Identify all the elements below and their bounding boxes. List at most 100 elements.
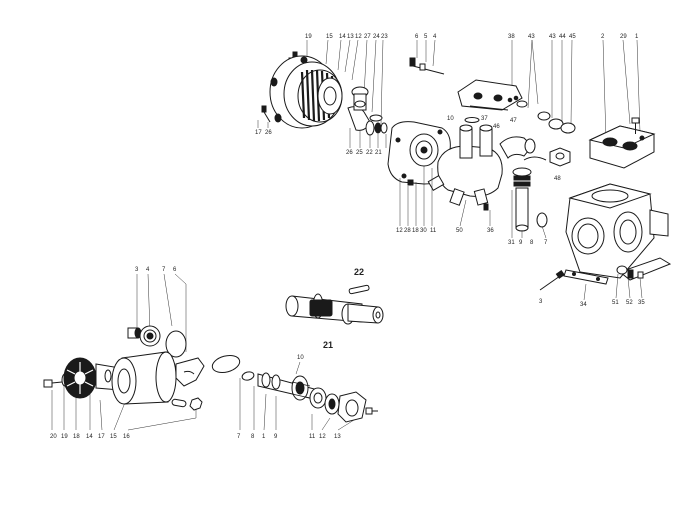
label-30: 30 <box>420 228 427 234</box>
top-lower-leaders <box>349 128 643 301</box>
seal-11 <box>324 393 340 415</box>
label-shaft-21: 21 <box>323 340 333 350</box>
label-52: 52 <box>626 300 633 306</box>
pin-16 <box>171 398 187 408</box>
label-15: 15 <box>326 34 333 40</box>
pump-casing <box>565 183 672 281</box>
elbow-fitting-27-23 <box>347 86 371 131</box>
label-26b: 26 <box>346 150 353 156</box>
ring-8 <box>241 371 255 381</box>
bearing-9 <box>309 387 327 409</box>
bottom-middle-labels: 10 7 8 1 9 11 12 13 <box>237 355 341 440</box>
top-assembly: 19 15 14 13 12 27 24 23 6 5 4 38 43 43 4… <box>255 34 672 308</box>
label-46: 46 <box>493 124 500 130</box>
pin-22 <box>348 284 370 295</box>
impeller-body-50 <box>427 117 503 211</box>
label-31: 31 <box>508 240 515 246</box>
label-bm-13: 13 <box>334 434 341 440</box>
fork-7 <box>175 357 205 387</box>
label-7: 7 <box>544 240 548 246</box>
label-34: 34 <box>580 302 587 308</box>
label-29: 29 <box>620 34 627 40</box>
label-38: 38 <box>508 34 515 40</box>
label-36: 36 <box>487 228 494 234</box>
bottom-left-leaders <box>51 273 197 431</box>
label-9: 9 <box>519 240 523 246</box>
label-bm-9: 9 <box>274 434 278 440</box>
top-assembly-labels: 19 15 14 13 12 27 24 23 6 5 4 38 43 43 4… <box>255 34 645 308</box>
nut-48 <box>549 147 571 167</box>
elbow-fitting-46-47 <box>499 136 547 161</box>
label-44: 44 <box>559 34 566 40</box>
label-11: 11 <box>430 228 437 234</box>
label-43b: 43 <box>549 34 556 40</box>
label-bl-16: 16 <box>123 434 130 440</box>
pulley-18 <box>63 357 97 399</box>
label-bl-19: 19 <box>61 434 68 440</box>
shaft-21 <box>285 293 384 325</box>
bottom-middle-leaders <box>239 361 355 431</box>
bearing-10 <box>291 375 311 401</box>
label-50: 50 <box>456 228 463 234</box>
label-bl-17: 17 <box>98 434 105 440</box>
drum-15 <box>111 351 177 405</box>
label-37: 37 <box>481 116 488 122</box>
bearing-4 <box>139 325 161 347</box>
label-10: 10 <box>447 116 454 122</box>
plate-34 <box>563 269 609 285</box>
label-bl-15: 15 <box>110 434 117 440</box>
label-51: 51 <box>612 300 619 306</box>
bushing-3 <box>127 327 142 339</box>
label-28: 28 <box>404 228 411 234</box>
bolt-4-5-6 <box>409 57 445 75</box>
label-bm-10: 10 <box>297 355 304 361</box>
label-17: 17 <box>255 130 262 136</box>
label-26a: 26 <box>265 130 272 136</box>
label-25: 25 <box>356 150 363 156</box>
label-bm-12: 12 <box>319 434 326 440</box>
pump-head-2 <box>588 125 656 169</box>
label-24: 24 <box>373 34 380 40</box>
bottom-left-assembly: 3 4 7 6 20 19 18 14 17 15 16 <box>43 267 205 440</box>
screw-3 <box>539 269 565 291</box>
seal-rings-43-45 <box>507 95 576 134</box>
spindle-1 <box>257 372 319 401</box>
label-13: 13 <box>347 34 354 40</box>
label-bm-1: 1 <box>262 434 266 440</box>
label-bl-4: 4 <box>146 267 150 273</box>
label-43a: 43 <box>528 34 535 40</box>
label-27: 27 <box>364 34 371 40</box>
label-22: 22 <box>366 150 373 156</box>
screw-13 <box>365 407 378 415</box>
bottom-middle-assembly: 10 7 8 1 9 11 12 13 <box>211 354 378 440</box>
label-21: 21 <box>375 150 382 156</box>
label-bl-6: 6 <box>173 267 177 273</box>
label-14: 14 <box>339 34 346 40</box>
label-1: 1 <box>635 34 639 40</box>
label-23: 23 <box>381 34 388 40</box>
bottom-left-labels: 3 4 7 6 20 19 18 14 17 15 16 <box>50 267 177 440</box>
bolt-20 <box>43 379 63 388</box>
label-35: 35 <box>638 300 645 306</box>
label-bm-11: 11 <box>309 434 316 440</box>
pump-body-intermediate <box>387 121 451 186</box>
seal-rings-21-25 <box>365 114 388 136</box>
label-pin-22: 22 <box>354 267 364 277</box>
label-bl-14: 14 <box>86 434 93 440</box>
bolt-17-26 <box>257 105 271 128</box>
label-bl-7: 7 <box>162 267 166 273</box>
flange-12 <box>337 391 367 423</box>
plugs-51-52-35 <box>616 265 644 279</box>
bolt-29-1 <box>631 117 640 134</box>
label-45: 45 <box>569 34 576 40</box>
label-bl-20: 20 <box>50 434 57 440</box>
label-8: 8 <box>530 240 534 246</box>
label-3: 3 <box>539 299 543 305</box>
label-5: 5 <box>424 34 428 40</box>
label-4: 4 <box>433 34 437 40</box>
label-47: 47 <box>510 118 517 124</box>
label-bm-8: 8 <box>251 434 255 440</box>
label-bl-18: 18 <box>73 434 80 440</box>
top-cover-38 <box>457 79 523 111</box>
